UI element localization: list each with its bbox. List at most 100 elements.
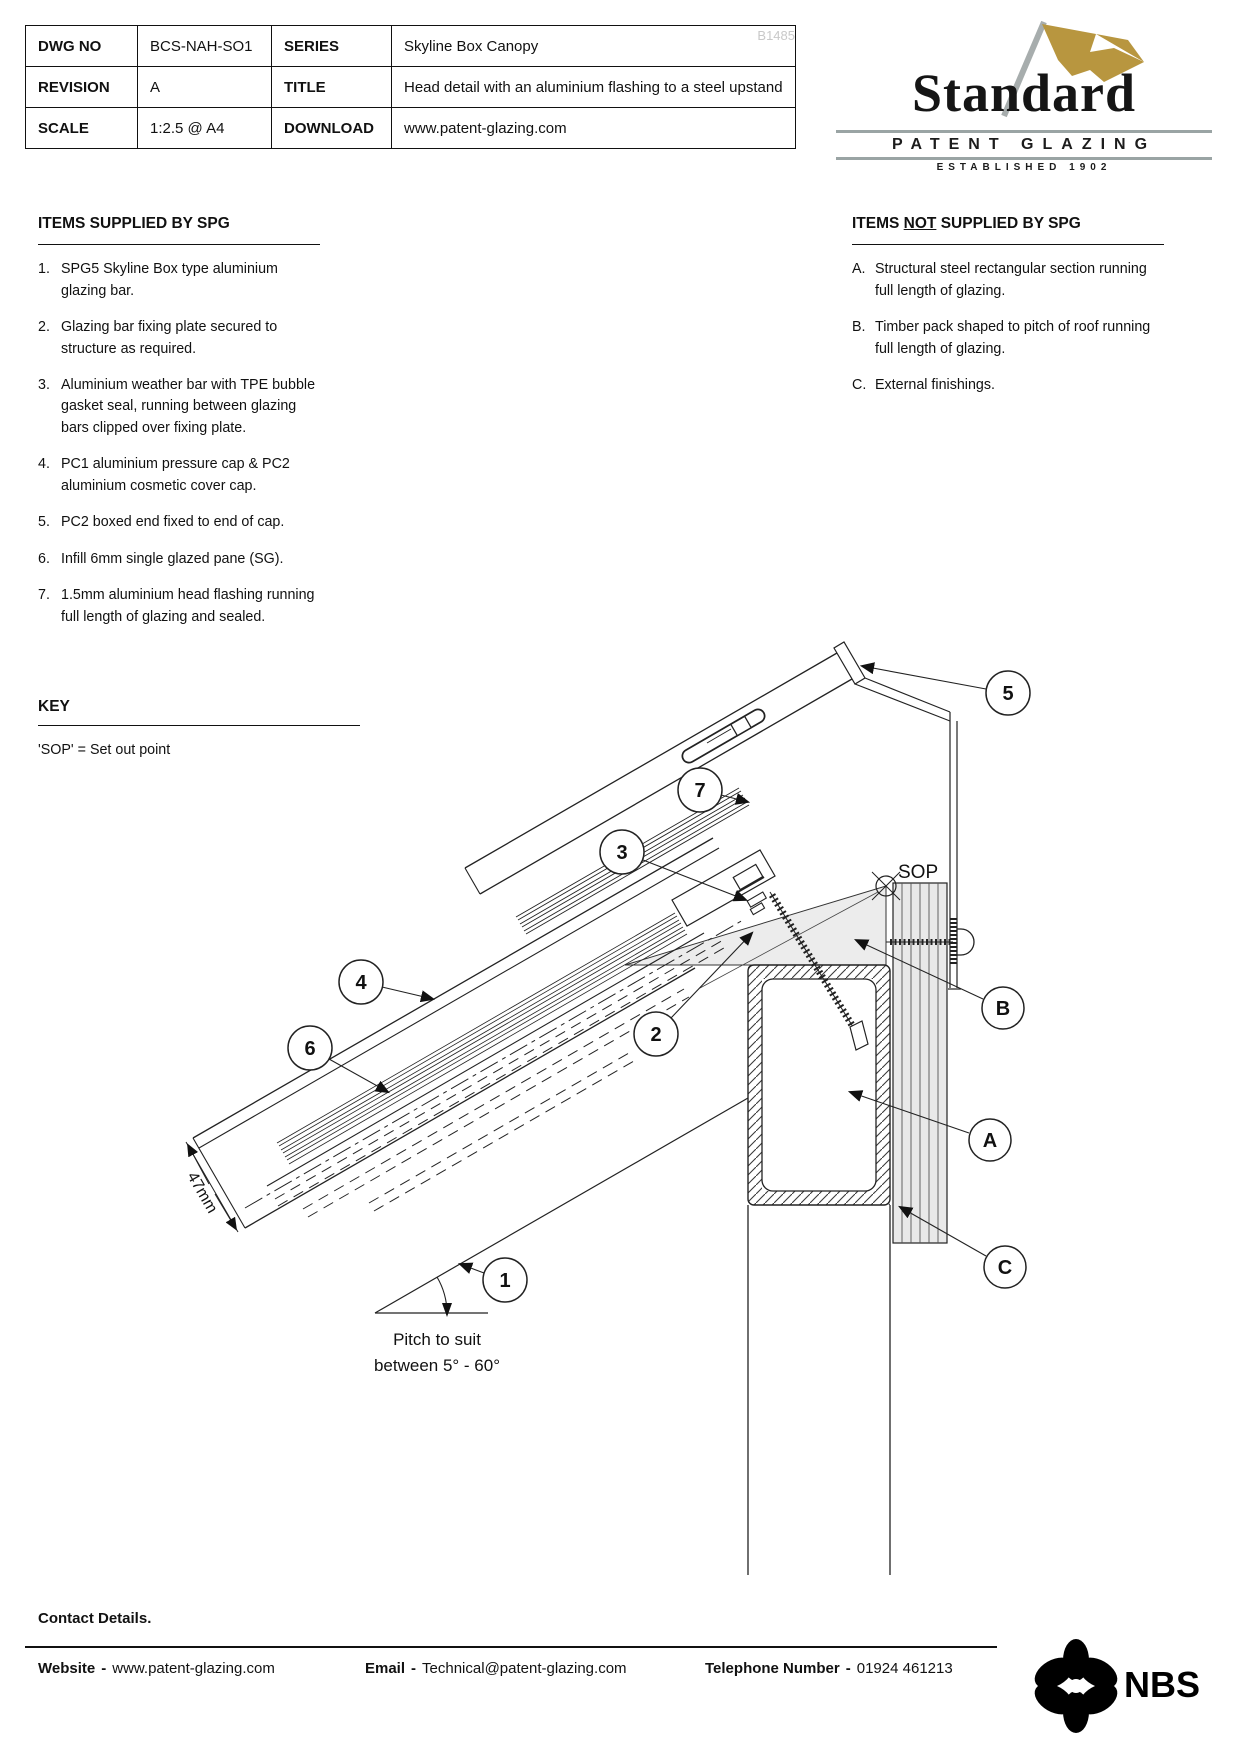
callout-label: 6 (304, 1038, 315, 1060)
list-item: C.External finishings. (852, 375, 1164, 396)
list-item: 5.PC2 boxed end fixed to end of cap. (38, 512, 320, 533)
website-value[interactable]: www.patent-glazing.com (112, 1660, 275, 1677)
email-value[interactable]: Technical@patent-glazing.com (422, 1660, 627, 1677)
callout-label: C (998, 1257, 1012, 1279)
callout-5: 5 (985, 670, 1031, 716)
callout-A: A (968, 1118, 1012, 1162)
screw-head (956, 928, 975, 956)
email-label: Email (365, 1660, 406, 1677)
list-item: 4. PC1 aluminium pressure cap & PC2 alumi… (38, 454, 320, 497)
items-not-supplied-title: ITEMS NOT SUPPLIED BY SPG (852, 212, 1164, 246)
wall-fixing (886, 712, 975, 990)
callout-4: 4 (338, 959, 384, 1005)
list-item: 3. Aluminium weather bar with TPE bubble … (38, 375, 320, 439)
screw-point (849, 1020, 869, 1051)
item-text: Aluminium weather bar with TPE bubble ga… (61, 377, 316, 436)
title-part: ITEMS (852, 215, 904, 232)
contact-details-title: Contact Details. (38, 1610, 152, 1627)
items-supplied-title: ITEMS SUPPLIED BY SPG (38, 212, 320, 246)
title-block-table: DWG NO BCS-NAH-SO1 SERIES Skyline Box Ca… (25, 25, 796, 149)
item-number: 5. (38, 514, 50, 531)
item-text: Timber pack shaped to pitch of roof runn… (875, 319, 1151, 357)
phone-label: Telephone Number (705, 1660, 840, 1677)
callout-label: 2 (650, 1024, 661, 1046)
item-text: 1.5mm aluminium head flashing running fu… (61, 587, 315, 625)
separator: - (845, 1660, 851, 1677)
watermark: B1485 (757, 28, 795, 43)
revision-value: A (137, 66, 272, 108)
item-text: Glazing bar fixing plate secured to stru… (61, 319, 278, 357)
item-text: PC1 aluminium pressure cap & PC2 alumini… (61, 456, 290, 494)
callout-label: 5 (1002, 683, 1013, 705)
nbs-flower-icon (1034, 1639, 1118, 1733)
title-part-underlined: NOT (903, 215, 937, 232)
callout-3: 3 (599, 829, 645, 875)
list-item: B. Timber pack shaped to pitch of roof ru… (852, 317, 1164, 360)
table-row: REVISION A TITLE Head detail with an alu… (25, 66, 796, 108)
scale-label: SCALE (25, 107, 138, 149)
item-number: 6. (38, 550, 50, 567)
item-text: Infill 6mm single glazed pane (SG). (61, 550, 284, 567)
item-number: A. (852, 261, 866, 278)
item-number: 4. (38, 456, 50, 473)
callout-B: B (981, 986, 1025, 1030)
items-not-supplied-section: ITEMS NOT SUPPLIED BY SPG A. Structural s… (852, 212, 1164, 411)
callout-label: 3 (616, 842, 627, 864)
title-part: SUPPLIED BY SPG (936, 215, 1081, 232)
callout-label: 4 (355, 972, 367, 994)
head-flashing (464, 641, 951, 895)
item-text: Structural steel rectangular section run… (875, 261, 1147, 299)
key-title: KEY (38, 698, 360, 726)
flag-icon (1001, 20, 1144, 118)
item-number: B. (852, 319, 866, 336)
pitch-text-line1: Pitch to suit (393, 1330, 481, 1349)
phone-value: 01924 461213 (856, 1660, 953, 1677)
title-value: Head detail with an aluminium flashing t… (391, 66, 796, 108)
table-row: DWG NO BCS-NAH-SO1 SERIES Skyline Box Ca… (25, 25, 796, 67)
callout-7: 7 (677, 767, 723, 813)
series-value: Skyline Box Canopy (391, 25, 796, 67)
item-number: 1. (38, 261, 50, 278)
list-item: A. Structural steel rectangular section r… (852, 259, 1164, 302)
phone-contact: Telephone Number-01924 461213 (705, 1660, 953, 1677)
title-label: TITLE (271, 66, 392, 108)
items-supplied-section: ITEMS SUPPLIED BY SPG 1.SPG5 Skyline Box… (38, 212, 320, 643)
series-label: SERIES (271, 25, 392, 67)
callout-bubbles: 1 2 3 4 5 6 7 A B C (287, 670, 1031, 1303)
list-item: 1.SPG5 Skyline Box type aluminium glazin… (38, 259, 320, 302)
key-entry: 'SOP' = Set out point (38, 742, 171, 758)
separator: - (411, 1660, 417, 1677)
callout-2: 2 (633, 1011, 679, 1057)
email-contact: Email-Technical@patent-glazing.com (365, 1660, 627, 1677)
leader-lines (328, 662, 987, 1274)
website-label: Website (38, 1660, 96, 1677)
item-number: 3. (38, 377, 50, 393)
download-value[interactable]: www.patent-glazing.com (391, 107, 796, 149)
company-logo: Standard PATENT GLAZING ESTABLISHED 1902 (828, 18, 1220, 173)
callout-label: B (996, 998, 1010, 1020)
footer-divider (25, 1646, 997, 1648)
callout-C: C (983, 1245, 1027, 1289)
weather-bar-clip (746, 891, 768, 908)
logo-rule-top (836, 130, 1212, 133)
dimension-47mm: 47mm (183, 1141, 239, 1233)
scale-value: 1:2.5 @ A4 (137, 107, 272, 149)
download-label: DOWNLOAD (271, 107, 392, 149)
slot-bolt (729, 715, 753, 737)
pitch-angle-indicator: Pitch to suit between 5° - 60° (374, 1276, 500, 1375)
set-out-point-marker: SOP (871, 862, 938, 901)
nbs-label: NBS (1124, 1664, 1201, 1705)
centerline (244, 919, 744, 1209)
separator: - (101, 1660, 107, 1677)
glass-pane-lines (276, 912, 688, 1165)
external-finishings-board (892, 882, 948, 1244)
item-text: External finishings. (875, 377, 995, 393)
callout-1: 1 (482, 1257, 528, 1303)
logo-rule-bottom (836, 157, 1212, 160)
callout-label: A (983, 1130, 997, 1152)
fixing-plate-assembly (671, 849, 869, 1051)
detail-drawing: Pitch to suit between 5° - 60° 47mm (183, 641, 1031, 1575)
callout-6: 6 (287, 1025, 333, 1071)
dwg-no-label: DWG NO (25, 25, 138, 67)
